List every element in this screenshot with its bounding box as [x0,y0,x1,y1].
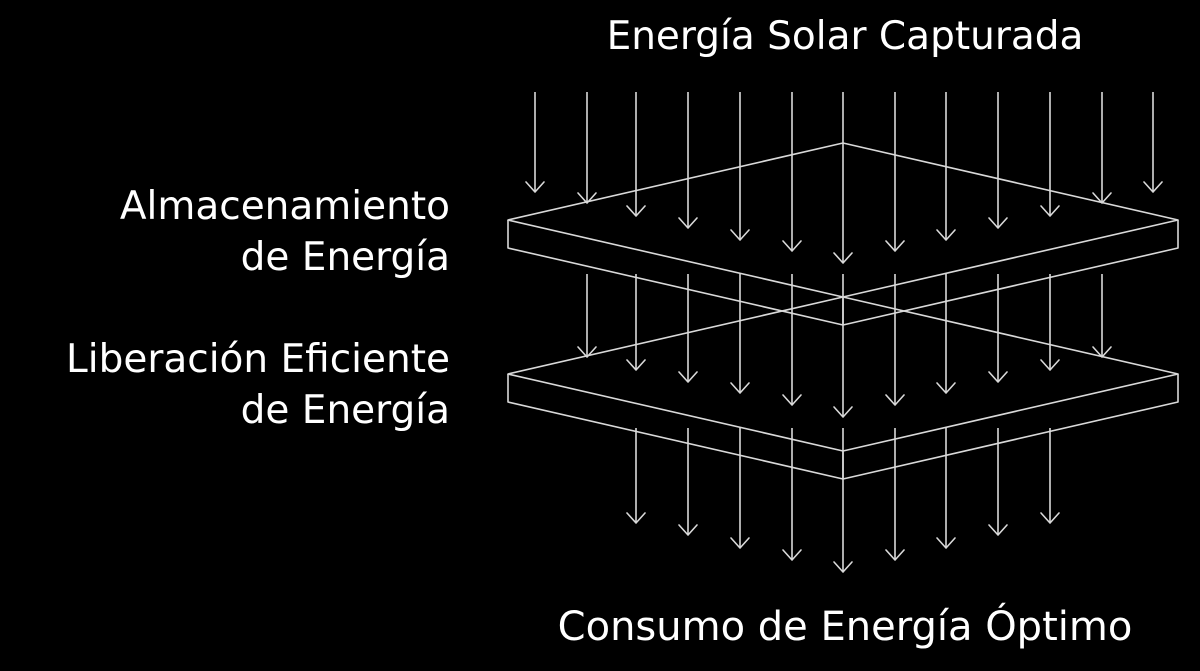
incoming-arrow [626,92,646,217]
incoming-arrow [1092,92,1112,204]
efficient-release-label-line-2: de Energía [240,388,450,433]
transfer-arrow [1092,274,1112,358]
transfer-arrow [782,274,802,406]
captured-solar-energy-label: Energía Solar Capturada [606,14,1084,59]
optimal-energy-consumption-label: Consumo de Energía Óptimo [557,604,1133,650]
output-arrow [885,428,905,561]
incoming-arrow [885,92,905,252]
output-arrow [782,428,802,561]
transfer-arrows [577,274,1112,418]
output-arrow [626,428,646,524]
transfer-arrow [626,274,646,371]
transfer-arrow [678,274,698,383]
incoming-arrow [678,92,698,229]
output-arrow [1040,428,1060,524]
energy-storage-label: Almacenamiento de Energía [120,181,450,283]
incoming-arrow [577,92,597,204]
output-arrow [730,428,750,549]
incoming-arrow [1143,92,1163,193]
transfer-arrow [936,274,956,394]
output-arrow [833,428,853,573]
transfer-arrow [988,274,1008,383]
incoming-arrow [988,92,1008,229]
output-arrows [626,428,1060,573]
transfer-arrow [1040,274,1060,371]
output-arrow [678,428,698,536]
incoming-arrow [782,92,802,252]
efficient-release-label: Liberación Eficiente de Energía [66,334,450,436]
incoming-arrow [525,92,545,193]
incoming-arrows [525,92,1163,264]
output-arrow [988,428,1008,536]
energy-storage-label-line-1: Almacenamiento [119,184,450,229]
transfer-arrow [885,274,905,406]
energy-storage-label-line-2: de Energía [240,235,450,280]
incoming-arrow [833,92,853,264]
transfer-arrow [833,274,853,418]
transfer-arrow [730,274,750,394]
incoming-arrow [1040,92,1060,217]
efficient-release-label-line-1: Liberación Eficiente [66,337,450,382]
transfer-arrow [577,274,597,358]
output-arrow [936,428,956,549]
